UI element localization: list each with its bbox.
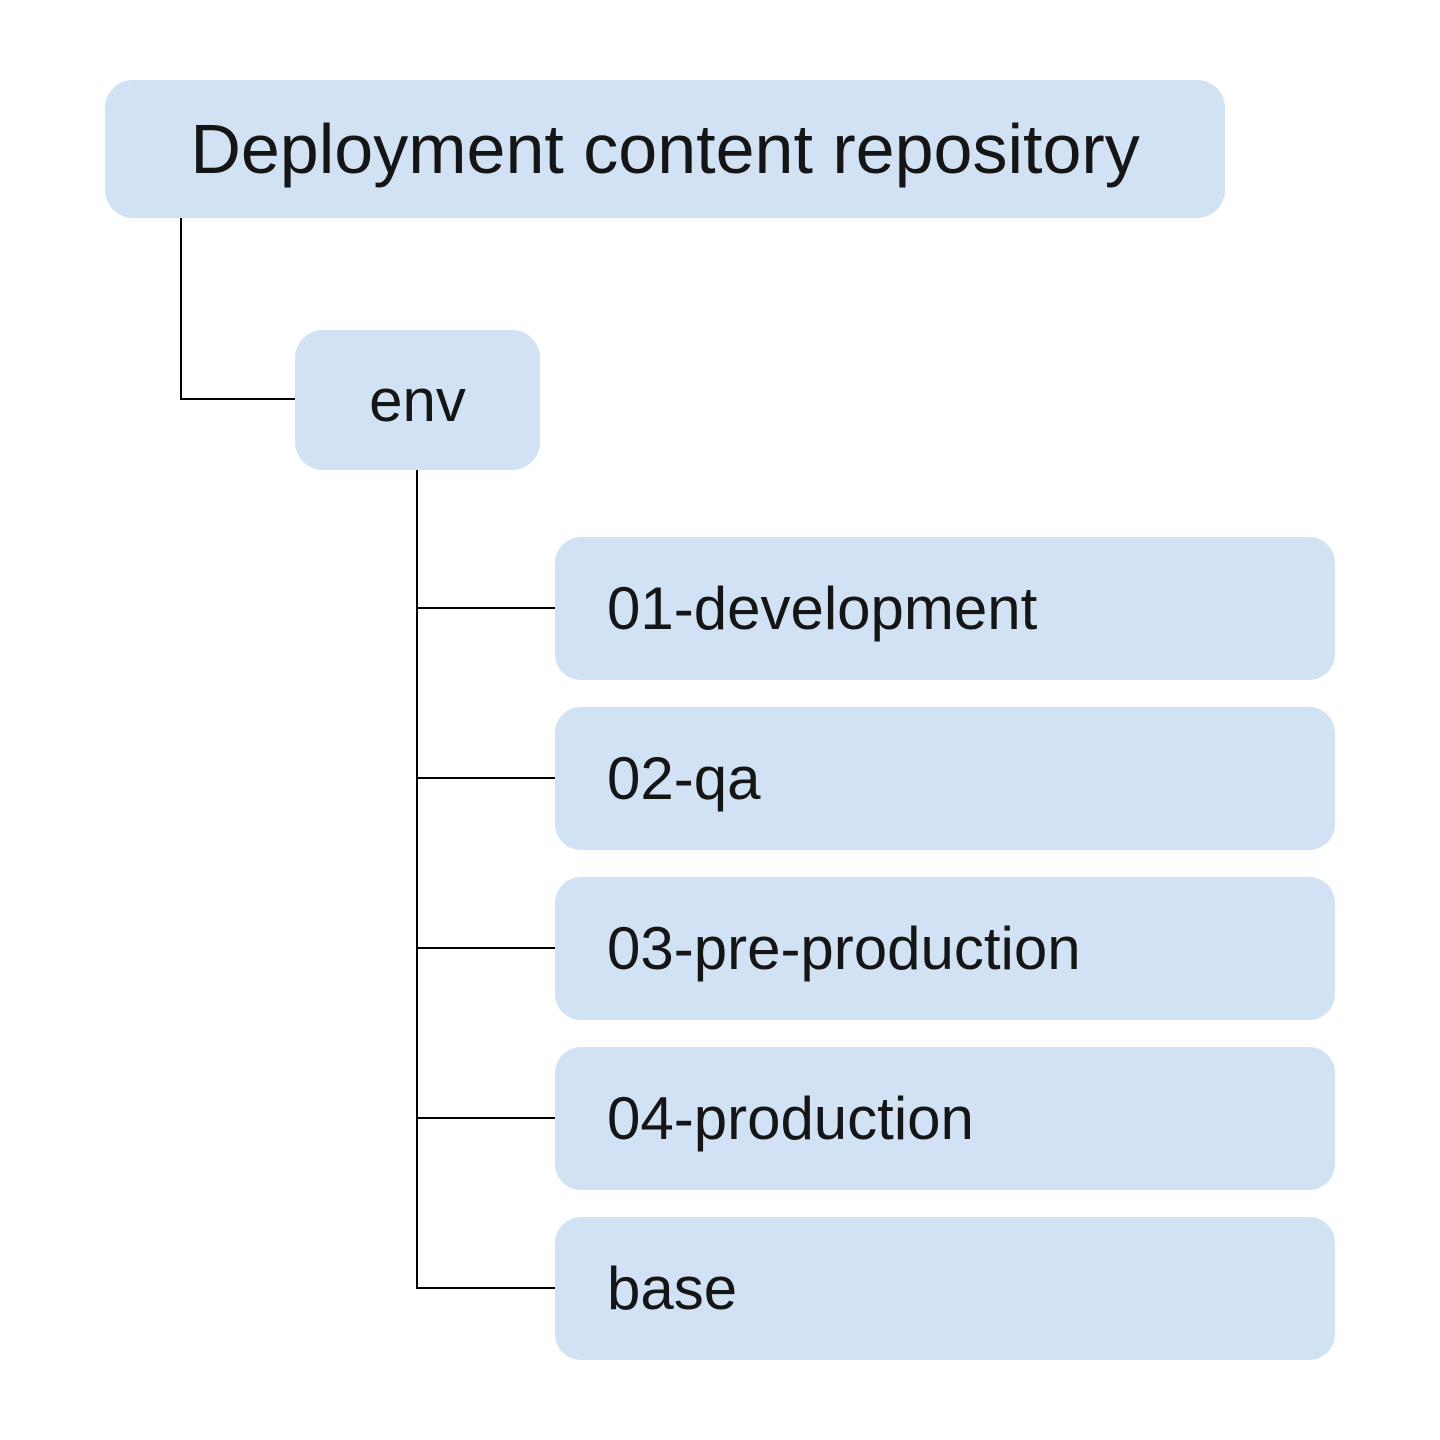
- node-04-production: 04-production: [555, 1047, 1335, 1190]
- node-label-02-qa: 02-qa: [607, 745, 761, 812]
- node-01-development: 01-development: [555, 537, 1335, 680]
- node-label-03-pre-production: 03-pre-production: [607, 915, 1081, 982]
- connector-root-vertical: [180, 218, 182, 400]
- node-02-qa: 02-qa: [555, 707, 1335, 850]
- connector-env-trunk: [416, 470, 418, 1289]
- node-base: base: [555, 1217, 1335, 1360]
- node-env: env: [295, 330, 540, 470]
- connector-branch-qa: [416, 777, 555, 779]
- node-03-pre-production: 03-pre-production: [555, 877, 1335, 1020]
- node-label-env: env: [369, 366, 466, 434]
- node-label-root: Deployment content repository: [190, 110, 1140, 188]
- node-label-base: base: [607, 1255, 738, 1322]
- connector-branch-base: [416, 1287, 555, 1289]
- connector-branch-production: [416, 1117, 555, 1119]
- node-deployment-content-repository: Deployment content repository: [105, 80, 1225, 218]
- node-label-04-production: 04-production: [607, 1085, 974, 1152]
- connector-branch-pre-production: [416, 947, 555, 949]
- node-label-01-development: 01-development: [607, 575, 1038, 642]
- connector-root-to-env: [180, 398, 295, 400]
- connector-branch-development: [416, 607, 555, 609]
